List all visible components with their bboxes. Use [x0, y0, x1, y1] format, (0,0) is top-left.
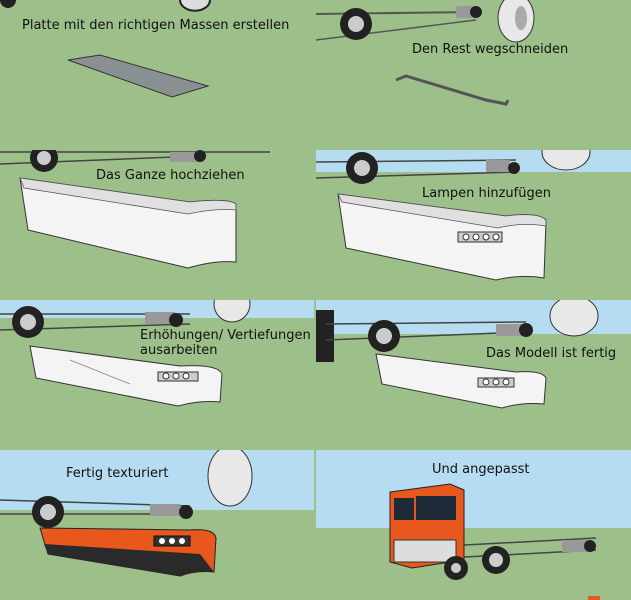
sky-band [316, 450, 631, 528]
step-caption-7: Fertig texturiert [66, 466, 169, 481]
step-caption-5: Erhöhungen/ Vertiefungen ausarbeiten [140, 328, 311, 358]
textured-bumper-illustration [0, 450, 253, 577]
step-panel-4: Lampen hinzufügen [316, 150, 631, 300]
fitted-truck-illustration [389, 483, 600, 600]
step-caption-4: Lampen hinzufügen [422, 186, 551, 201]
step-panel-7: Fertig texturiert [0, 450, 314, 600]
finished-model-illustration [316, 300, 599, 409]
step-panel-6: Das Modell ist fertig [316, 300, 631, 450]
shaped-bumper-illustration [0, 300, 251, 407]
step-caption-3: Das Ganze hochziehen [96, 168, 245, 183]
step-panel-8: Und angepasst [316, 450, 631, 600]
extruded-bumper-illustration [0, 150, 270, 269]
step-caption-1: Platte mit den richtigen Massen erstelle… [22, 18, 290, 33]
step-caption-8: Und angepasst [432, 462, 530, 477]
step-caption-6: Das Modell ist fertig [486, 346, 617, 361]
flat-plate-illustration [0, 0, 211, 98]
step-panel-3: Das Ganze hochziehen [0, 150, 314, 300]
step-panel-1: Platte mit den richtigen Massen erstelle… [0, 0, 314, 150]
bumper-with-lamps-illustration [316, 150, 591, 281]
step-panel-2: Den Rest wegschneiden [316, 0, 631, 150]
step-panel-5: Erhöhungen/ Vertiefungen ausarbeiten [0, 300, 314, 450]
step-caption-2: Den Rest wegschneiden [412, 42, 569, 57]
trimmed-plate-illustration [316, 0, 535, 106]
